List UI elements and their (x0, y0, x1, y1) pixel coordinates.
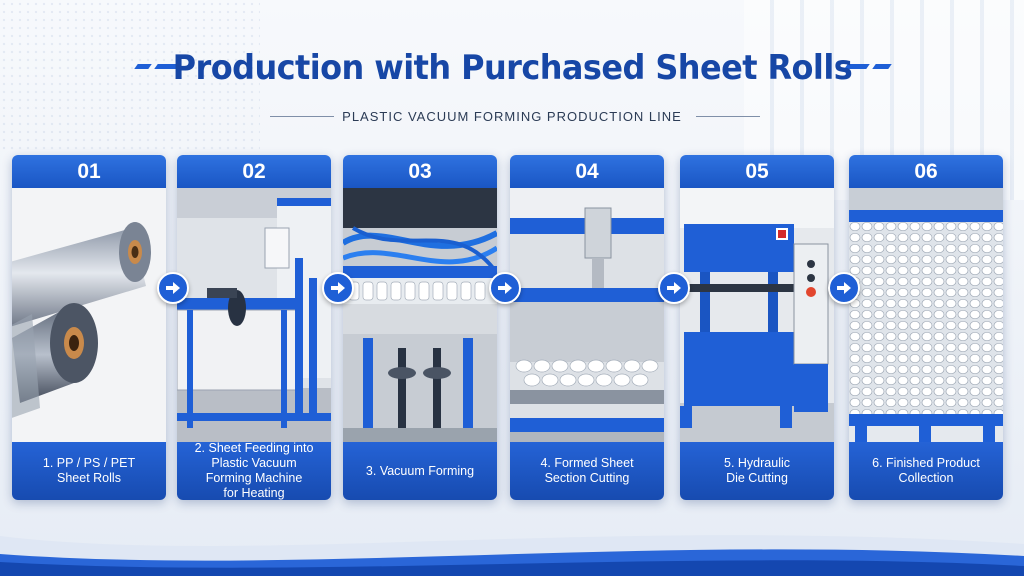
subtitle-left-line (270, 116, 334, 117)
sheet-feeding-machine-image (177, 188, 331, 458)
step-number: 05 (680, 155, 834, 188)
page-subtitle: PLASTIC VACUUM FORMING PRODUCTION LINE (342, 109, 682, 124)
page-title: Production with Purchased Sheet Rolls (172, 48, 852, 88)
step-label: 4. Formed Sheet Section Cutting (540, 456, 634, 485)
step-number: 06 (849, 155, 1003, 188)
background-dot-pattern (0, 0, 260, 150)
arrow-right-icon (828, 272, 860, 304)
finished-product-pallets-image (849, 188, 1003, 458)
step-number: 01 (12, 155, 166, 188)
step-label: 2. Sheet Feeding into Plastic Vacuum For… (194, 441, 314, 500)
sheet-rolls-image (12, 188, 166, 458)
step-card-4: 04 4. Formed Sheet Section (510, 155, 664, 500)
arrow-right-icon (489, 272, 521, 304)
arrow-right-icon (157, 272, 189, 304)
step-label: 6. Finished Product Collection (872, 456, 980, 485)
step-label: 1. PP / PS / PET Sheet Rolls (42, 456, 136, 485)
step-number: 02 (177, 155, 331, 188)
section-cutting-machine-image (510, 188, 664, 458)
subtitle-right-line (696, 116, 760, 117)
step-card-1: 01 1. PP / PS / PET Sheet Rolls (12, 155, 166, 500)
step-number: 03 (343, 155, 497, 188)
vacuum-forming-machine-image (343, 188, 497, 458)
arrow-right-icon (658, 272, 690, 304)
step-label: 5. Hydraulic Die Cutting (724, 456, 790, 485)
step-card-3: 03 3. Vacuum Formi (343, 155, 497, 500)
hydraulic-die-cutter-image (680, 188, 834, 458)
step-number: 04 (510, 155, 664, 188)
step-card-5: 05 5. Hydraulic Die Cutting (680, 155, 834, 500)
step-card-2: 02 2. Sheet Feeding into Plastic Vacuum … (177, 155, 331, 500)
step-card-6: 06 6. Finished Product Collection (849, 155, 1003, 500)
arrow-right-icon (322, 272, 354, 304)
bottom-wave-decoration (0, 535, 1024, 576)
step-label: 3. Vacuum Forming (365, 463, 475, 478)
